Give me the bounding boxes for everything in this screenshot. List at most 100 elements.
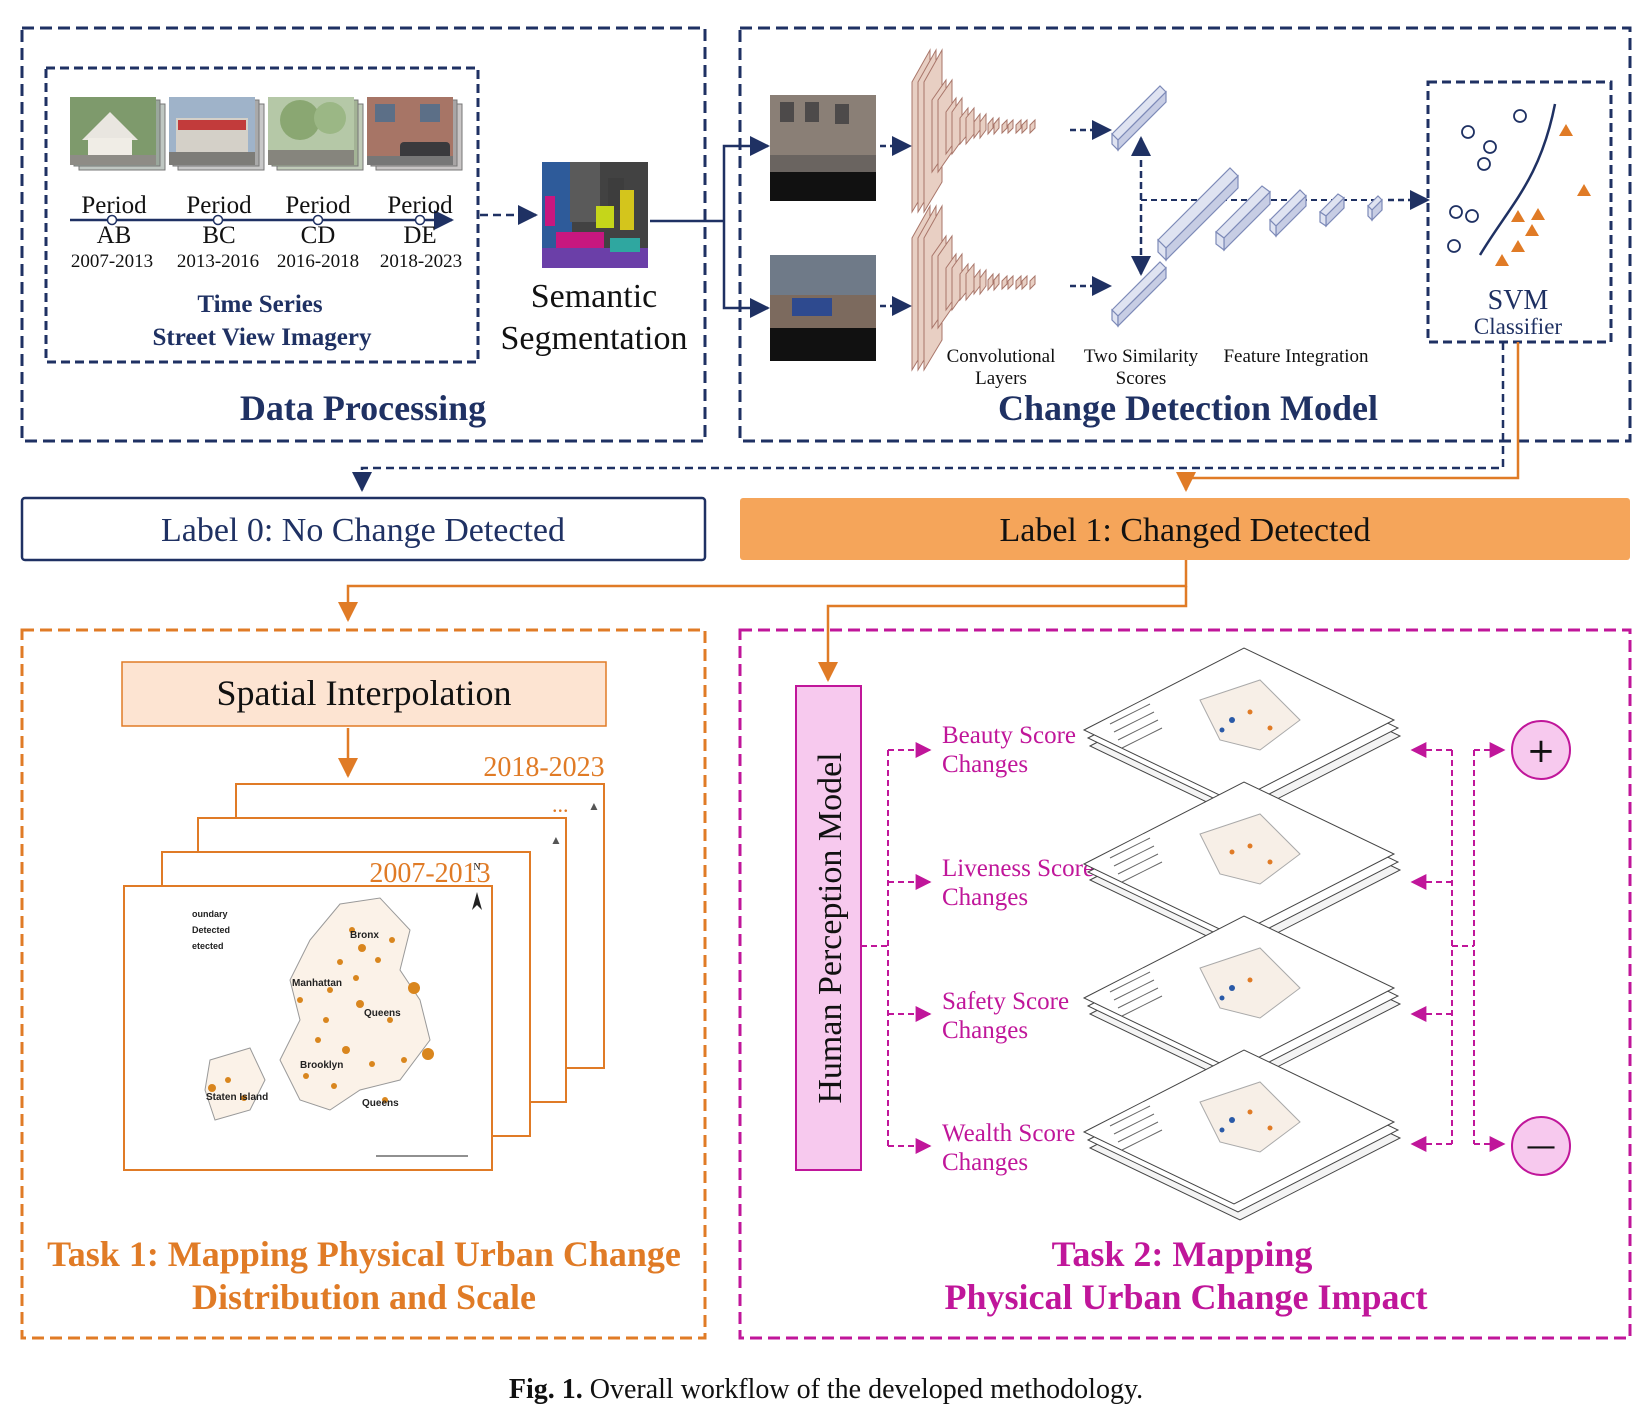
task1-title-1: Task 1: Mapping Physical Urban Change [47, 1234, 681, 1274]
label0-text: Label 0: No Change Detected [161, 512, 565, 549]
task1-box [20, 628, 707, 1340]
change-dots [208, 927, 434, 1103]
feature-integration-bars [1157, 167, 1383, 262]
figure-caption-text: Overall workflow of the developed method… [589, 1374, 1144, 1405]
place-queens: Queens [364, 1008, 401, 1019]
svm-circles [1447, 109, 1527, 253]
task2-title-1: Task 2: Mapping [1052, 1234, 1313, 1274]
map-legend-1: oundary [192, 909, 228, 919]
feature-label: Feature Integration [1223, 346, 1369, 367]
timeseries-title-1: Time Series [197, 291, 322, 318]
svm-decision-boundary [1478, 103, 1557, 256]
plus-circle [1511, 720, 1571, 780]
human-perception-box [795, 685, 862, 1171]
input-photo-top [770, 95, 876, 201]
time-tick-4 [414, 214, 426, 226]
time-tick-3 [312, 214, 324, 226]
period-years-4: 2018-2023 [380, 251, 462, 272]
workflow-diagram: Period AB 2007-2013 Period BC 2013-2016 … [20, 26, 1632, 1340]
label0-box [20, 496, 707, 562]
data-processing-title: Data Processing [240, 388, 486, 428]
timeseries-title-2: Street View Imagery [153, 324, 372, 351]
task1-title-2: Distribution and Scale [192, 1277, 536, 1317]
minus-icon: — [1526, 1129, 1556, 1164]
wealth-score-label: Wealth Score [942, 1120, 1075, 1147]
label1-box [740, 498, 1630, 560]
liveness-changes-label: Changes [942, 884, 1028, 911]
timeseries-inner-box [44, 66, 480, 364]
period-label-1: Period [81, 192, 147, 219]
period-label-4: Period [387, 192, 453, 219]
figure-caption: Fig. 1. Overall workflow of the develope… [0, 1374, 1652, 1406]
map-north-icon [472, 892, 482, 910]
similarity-score-bottom [1111, 261, 1167, 328]
map-year-front: 2007-2013 [369, 858, 490, 889]
map-layer-safety [1082, 915, 1402, 1087]
figure-number: Fig. 1. [508, 1374, 583, 1405]
svm-label-2: Classifier [1474, 314, 1562, 339]
period-label-2: Period [186, 192, 252, 219]
label1-text: Label 1: Changed Detected [999, 512, 1370, 549]
segmentation-label-1: Semantic [531, 278, 658, 315]
conv-label-1: Convolutional [947, 346, 1056, 367]
beauty-score-label: Beauty Score [942, 722, 1076, 749]
map-layer-beauty [1082, 647, 1402, 819]
place-bronx: Bronx [350, 930, 379, 941]
place-manhattan: Manhattan [292, 978, 342, 989]
conv-label-2: Layers [975, 368, 1027, 389]
nyc-outline [279, 897, 431, 1111]
sim-label-2: Scores [1116, 368, 1167, 389]
street-view-photo-2 [169, 97, 265, 171]
change-detection-box [738, 26, 1632, 443]
task2-box [738, 628, 1632, 1340]
beauty-changes-label: Changes [942, 751, 1028, 778]
period-code-4: DE [403, 222, 436, 249]
place-queens-2: Queens [362, 1098, 399, 1109]
spatial-interpolation-text: Spatial Interpolation [217, 673, 512, 713]
period-code-1: AB [97, 222, 132, 249]
segmentation-label-2: Segmentation [501, 320, 688, 357]
safety-changes-label: Changes [942, 1017, 1028, 1044]
map-legend-3: etected [192, 941, 224, 951]
map-dots: ... [552, 792, 569, 817]
label1-to-task2-line [818, 586, 1188, 682]
svm-to-label1-line [1176, 342, 1520, 492]
data-processing-box [20, 26, 707, 443]
place-staten-island: Staten Island [206, 1092, 268, 1103]
period-code-3: CD [301, 222, 336, 249]
svm-label-1: SVM [1488, 285, 1549, 316]
time-tick-1 [106, 214, 118, 226]
period-label-3: Period [285, 192, 351, 219]
street-view-photo-4 [367, 97, 463, 171]
staten-island-outline [204, 1047, 266, 1121]
period-code-2: BC [202, 222, 235, 249]
map-north: N [473, 862, 480, 873]
period-years-2: 2013-2016 [177, 251, 259, 272]
svm-box [1426, 80, 1613, 344]
sim-label-1: Two Similarity [1084, 346, 1199, 367]
street-view-photo-1 [70, 97, 166, 171]
time-tick-2 [212, 214, 224, 226]
wealth-changes-label: Changes [942, 1149, 1028, 1176]
spatial-interpolation-box [121, 661, 607, 727]
svg-text:▲: ▲ [588, 799, 600, 813]
label1-to-task1-line [338, 560, 1188, 622]
plus-icon: + [1527, 731, 1556, 771]
period-years-3: 2016-2018 [277, 251, 359, 272]
svg-text:▲: ▲ [550, 833, 562, 847]
liveness-score-label: Liveness Score [942, 855, 1094, 882]
human-perception-text: Human Perception Model [812, 752, 849, 1103]
svm-triangles [1495, 124, 1591, 266]
map-layer-liveness [1082, 781, 1402, 953]
safety-score-label: Safety Score [942, 988, 1069, 1015]
cnn-stack-top [911, 48, 1036, 214]
period-years-1: 2007-2013 [71, 251, 153, 272]
map-legend-2: Detected [192, 925, 230, 935]
svm-to-label0-line [352, 342, 1505, 492]
minus-circle [1511, 1116, 1571, 1176]
map-layer-wealth [1082, 1049, 1402, 1221]
map-frame-front: 2007-2013 N oundary Detected etected Bro… [123, 858, 493, 1171]
input-photo-bottom [770, 255, 876, 361]
similarity-score-top [1111, 85, 1167, 152]
cnn-stack-bottom [911, 204, 1036, 372]
